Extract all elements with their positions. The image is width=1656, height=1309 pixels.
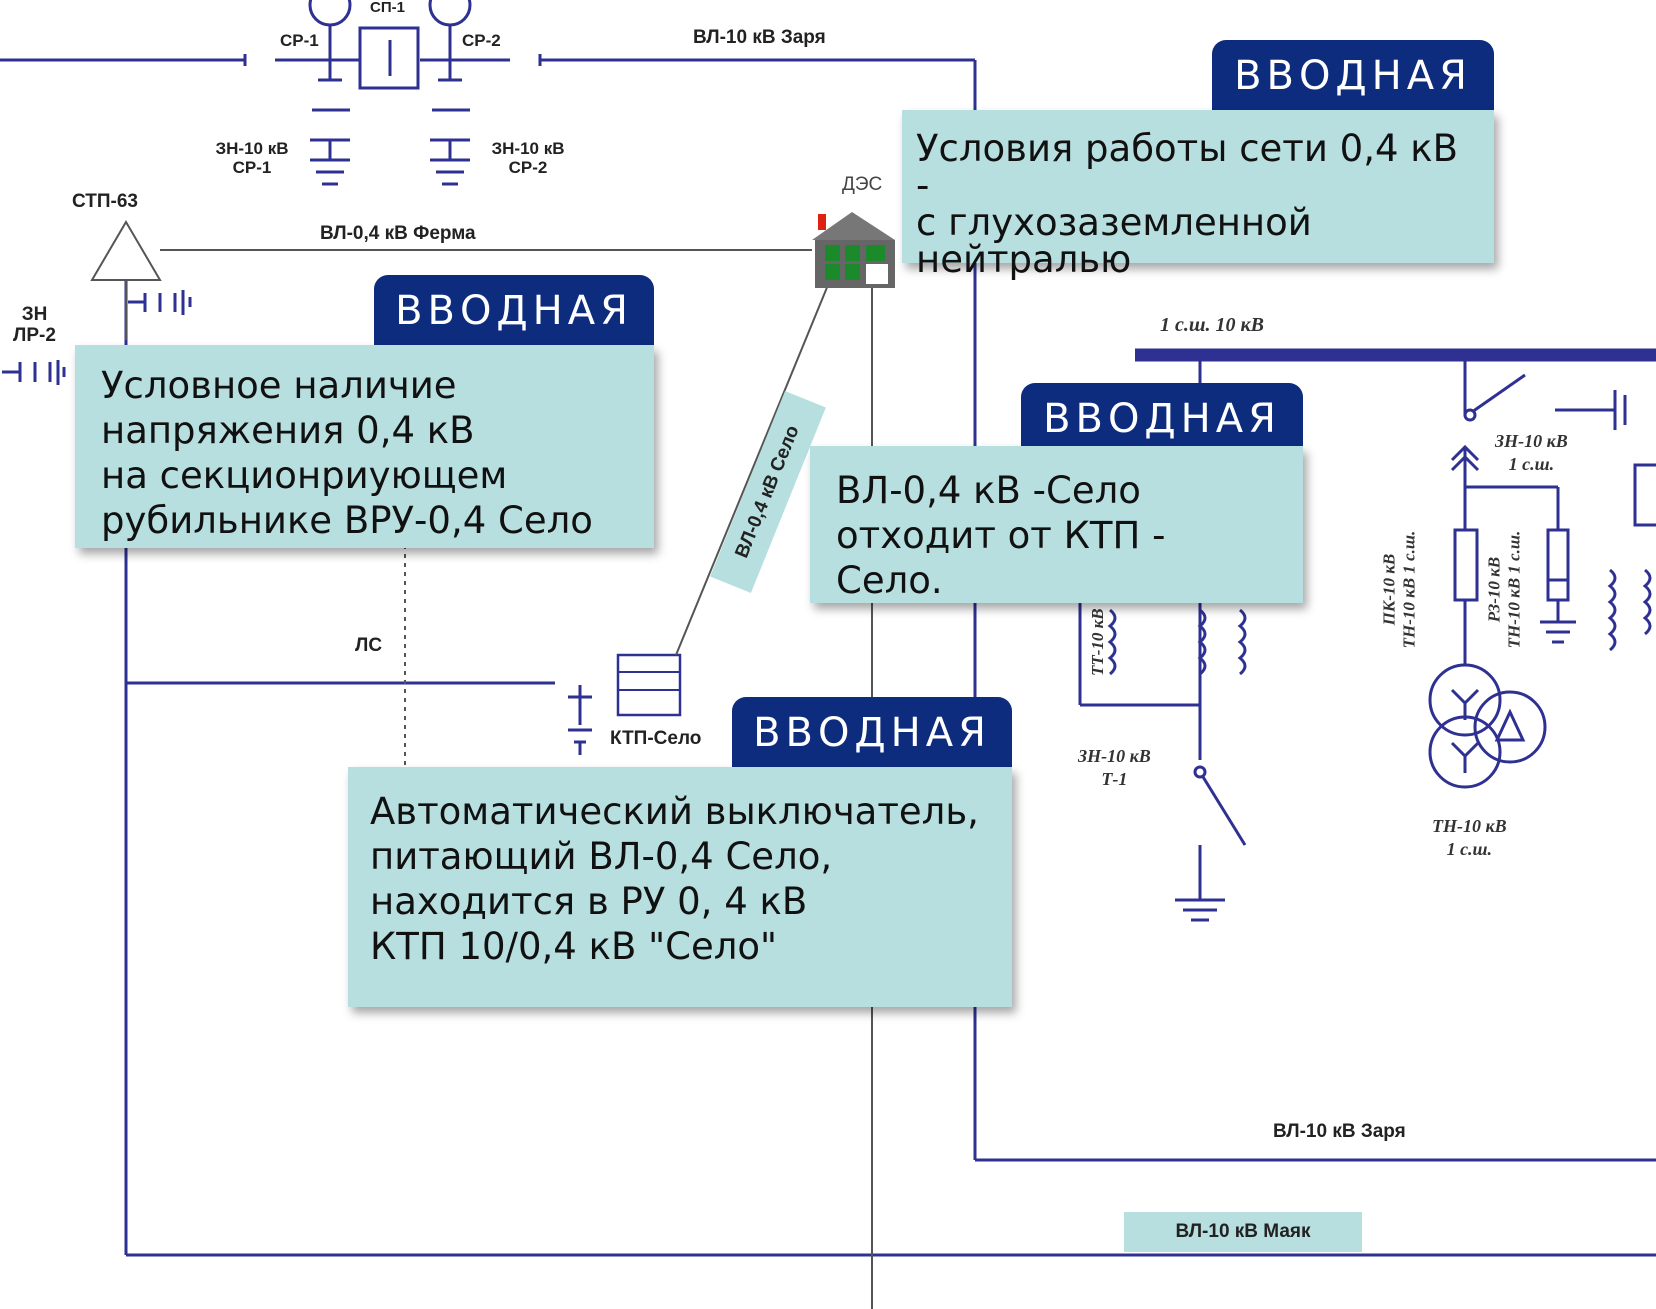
zn-sr1-label: ЗН-10 кВ СР-1 [215, 139, 289, 177]
ktp-selo-label: КТП-Село [610, 728, 702, 749]
callout-4-tag: ВВОДНАЯ [732, 697, 1012, 769]
callout-2-text: Условное наличие напряжения 0,4 кВ на се… [75, 345, 654, 548]
bus-1sh-label: 1 с.ш. 10 кВ [1160, 314, 1265, 336]
ls-label: ЛС [355, 635, 383, 656]
callout-3-text: ВЛ-0,4 кВ -Село отходит от КТП - Село. [810, 446, 1303, 603]
sp1-label: СП-1 [370, 0, 405, 16]
rz-tn-label: РЗ-10 кВ ТН-10 кВ 1 с.ш. [1484, 530, 1523, 649]
stp63-label: СТП-63 [72, 191, 138, 212]
zn-1sh-label: ЗН-10 кВ 1 с.ш. [1495, 431, 1568, 474]
sr2-label: СР-2 [462, 31, 501, 50]
vl10-mayak-label: ВЛ-10 кВ Маяк [1124, 1212, 1362, 1252]
des-label: ДЭС [842, 174, 883, 195]
callout-2-tag: ВВОДНАЯ [374, 275, 654, 347]
zn-lr2-label: ЗН ЛР-2 [13, 304, 56, 346]
sr1-label: СР-1 [280, 31, 319, 50]
vl10-zarya-bottom-label: ВЛ-10 кВ Заря [1273, 1121, 1406, 1142]
callout-1-tag: ВВОДНАЯ [1212, 40, 1494, 112]
tn-1sh-label: ТН-10 кВ 1 с.ш. [1432, 816, 1507, 859]
callout-4-text: Автоматический выключатель, питающий ВЛ-… [348, 767, 1012, 1007]
callout-1-text: Условия работы сети 0,4 кВ - с глухозазе… [902, 110, 1494, 278]
zn-sr2-label: ЗН-10 кВ СР-2 [491, 139, 565, 177]
tt10-label: ТТ-10 кВ [1088, 608, 1107, 676]
callout-3-tag: ВВОДНАЯ [1021, 383, 1303, 455]
vl04-ferma-label: ВЛ-0,4 кВ Ферма [320, 223, 476, 244]
zn-t1-label: ЗН-10 кВ Т-1 [1078, 746, 1151, 789]
vl10-zarya-top-label: ВЛ-10 кВ Заря [693, 27, 826, 48]
pk-tn-label: ПК-10 кВ ТН-10 кВ 1 с.ш. [1379, 530, 1418, 649]
